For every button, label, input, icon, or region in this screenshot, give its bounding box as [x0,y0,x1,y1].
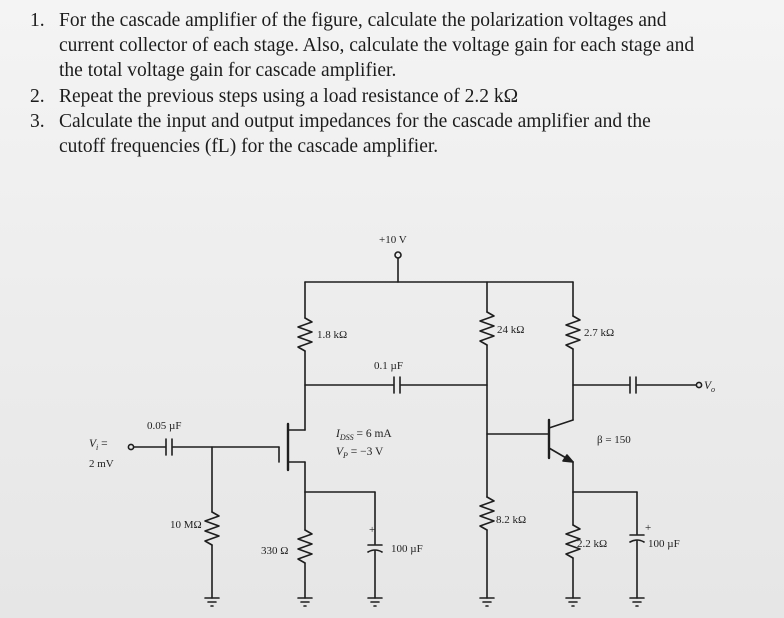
emitter-arrow-icon [562,454,574,463]
question-text-line: Repeat the previous steps using a load r… [59,85,519,107]
supply-label: +10 V [379,234,407,246]
rd1-label: 1.8 kΩ [317,329,347,341]
resistor-rg [204,511,220,546]
input-terminal [127,443,135,451]
vi-symbol: V [89,438,98,450]
ce-plus-label: + [645,522,651,534]
vp-label: VP = −3 V [336,446,384,460]
idss-subscript: DSS [339,433,354,442]
question-text-line: the total voltage gain for cascade ampli… [59,60,397,82]
vo-label: Vo [704,380,715,394]
resistor-r1 [479,311,495,346]
vi-subscript: i [96,443,98,452]
re-label: 2.2 kΩ [577,538,607,550]
beta-label: β = 150 [597,434,631,446]
vi-equals: = [98,438,107,450]
output-terminal [695,381,703,389]
ground-icon [565,597,581,607]
vp-symbol: V [336,446,345,458]
ground-icon [629,597,645,607]
question-list: 1. For the cascade amplifier of the figu… [0,8,784,159]
resistor-r2 [479,496,495,531]
ground-icon [479,597,495,607]
vp-value: = −3 V [348,446,384,458]
question-number: 2. [30,85,45,107]
idss-value: = 6 mA [354,428,393,440]
resistor-re [565,524,581,559]
idss-symbol: I [335,428,341,440]
capacitor-plate-curved [367,549,383,553]
ground-icon [297,597,313,607]
cs-plus-label: + [369,524,375,536]
question-number: 1. [30,10,45,31]
cs-label: 100 µF [391,543,423,555]
ce-label: 100 µF [648,538,680,550]
question-3: 3. Calculate the input and output impeda… [0,109,784,159]
question-2: 2. Repeat the previous steps using a loa… [0,84,784,109]
r2-label: 8.2 kΩ [496,514,526,526]
question-text-line: cutoff frequencies (fL) for the cascade … [59,136,439,158]
coupling-cap-label: 0.1 µF [374,360,403,372]
ground-icon [367,597,383,607]
capacitor-plate-curved [629,539,645,543]
rs-label: 330 Ω [261,545,288,557]
resistor-rc [565,315,581,350]
input-cap-label: 0.05 µF [147,420,181,432]
question-text-line: Calculate the input and output impedance… [59,110,651,132]
question-number: 3. [30,110,45,132]
question-text-line: current collector of each stage. Also, c… [59,35,695,57]
vi-label: Vi = [89,438,108,452]
resistor-rs [297,529,313,564]
rg-label: 10 MΩ [170,519,202,531]
question-text-line: For the cascade amplifier of the figure,… [59,10,667,31]
bjt-collector [548,419,574,429]
vp-subscript: P [342,451,348,460]
vo-subscript: o [711,385,715,394]
idss-label: IDSS = 6 mA [335,428,392,442]
rc-label: 2.7 kΩ [584,327,614,339]
r1-label: 24 kΩ [497,324,524,336]
question-1: 1. For the cascade amplifier of the figu… [0,8,784,84]
ground-icon [204,597,220,607]
input-amplitude-label: 2 mV [89,458,114,470]
resistor-rd1 [297,317,313,352]
vo-symbol: V [704,380,713,392]
supply-terminal [394,251,402,259]
